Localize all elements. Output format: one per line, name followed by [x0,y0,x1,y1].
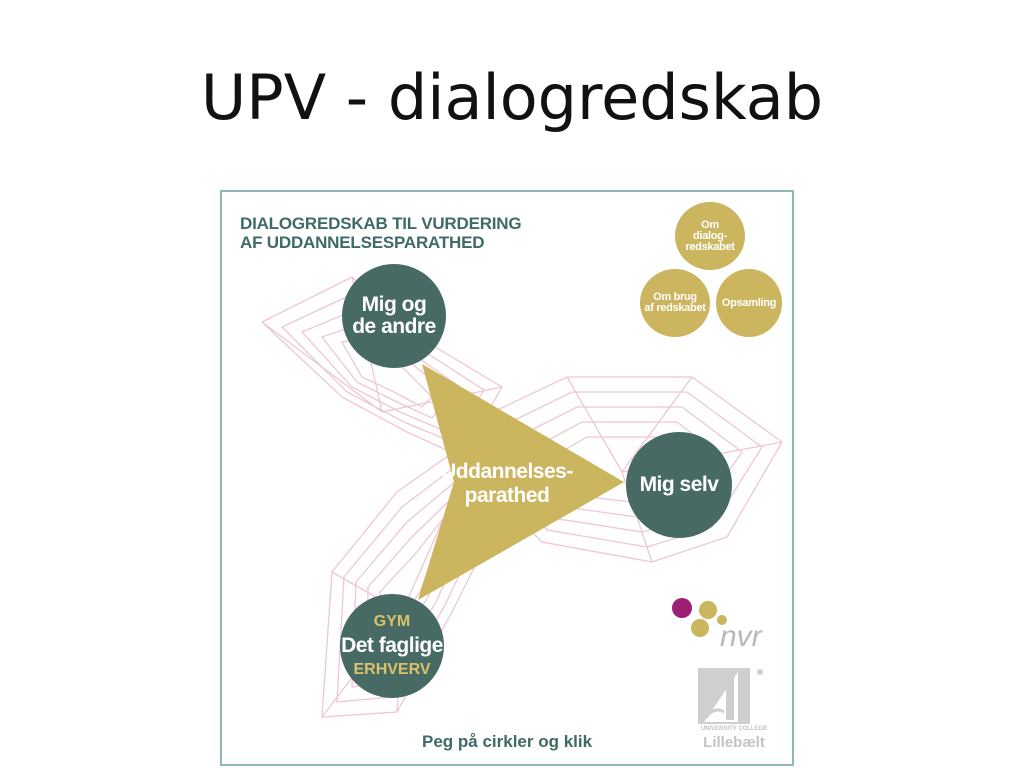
om-brug-line-2: af redskabet [644,302,706,314]
center-label-line-2: parathed [464,484,550,507]
ucl-logo: UNIVERSITY COLLEGE Lillebælt [694,666,774,756]
center-label-line-1: Uddannelses- [441,460,573,483]
ucl-logo-graphic [698,668,763,724]
om-dialogredskabet-line-1: Om [701,218,719,231]
det-faglige-erhverv-label: ERHVERV [353,661,431,678]
om-dialogredskabet-button[interactable]: Om dialog- redskabet [675,202,745,270]
om-dialogredskabet-line-2: dialog- [693,229,727,242]
tool-heading: DIALOGREDSKAB TIL VURDERING AF UDDANNELS… [240,214,522,252]
mig-og-de-andre-line-1: Mig og [361,293,427,316]
dialog-tool-frame: DIALOGREDSKAB TIL VURDERING AF UDDANNELS… [220,190,794,766]
slide-title: UPV - dialogredskab [200,61,824,134]
mig-og-de-andre-button[interactable]: Mig og de andre [342,264,446,368]
nvr-logo-graphic: nvr [672,598,763,653]
det-faglige-gym-label: GYM [373,613,411,630]
mig-og-de-andre-line-2: de andre [352,315,436,338]
mig-selv-label: Mig selv [639,473,719,496]
opsamling-button[interactable]: Opsamling [716,269,782,337]
nvr-logo-text: nvr [720,620,763,650]
instruction-text: Peg på cirkler og klik [422,732,593,751]
ucl-logo-subtitle: UNIVERSITY COLLEGE [700,726,768,732]
det-faglige-label: Det faglige [341,634,443,657]
opsamling-label: Opsamling [721,296,777,309]
center-label: Uddannelses- parathed [427,460,587,508]
nvr-logo: nvr [670,598,790,653]
det-faglige-button[interactable]: GYM Det faglige ERHVERV [340,594,444,698]
mig-selv-button[interactable]: Mig selv [626,432,732,538]
om-dialogredskabet-line-3: redskabet [685,240,735,253]
heading-line-1: DIALOGREDSKAB TIL VURDERING [240,214,522,233]
heading-line-2: AF UDDANNELSESPARATHED [240,233,485,252]
center-triangle [418,364,624,600]
om-brug-line-1: Om brug [653,291,697,303]
om-brug-button[interactable]: Om brug af redskabet [640,269,710,337]
ucl-logo-name: Lillebælt [703,734,765,751]
